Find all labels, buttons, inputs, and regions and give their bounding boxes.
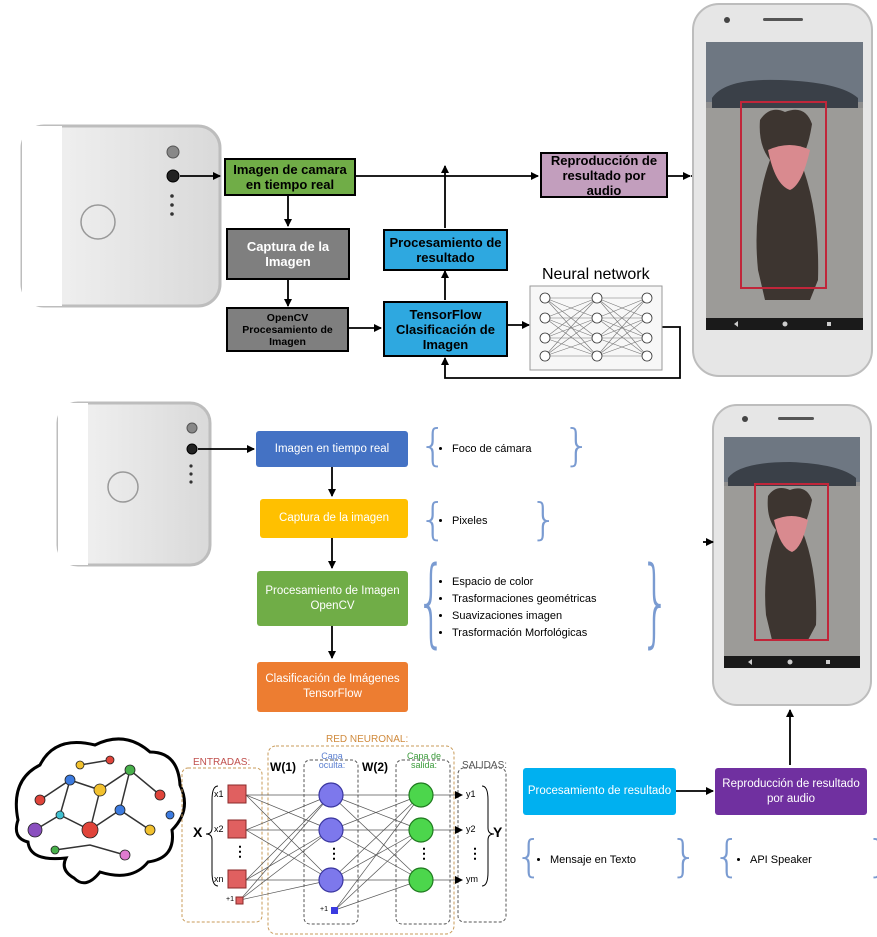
- result-processing-box: Procesamiento de resultado: [383, 229, 508, 271]
- neural-network-picture: [529, 285, 663, 371]
- capture-box: Captura de la imagen: [260, 499, 408, 538]
- nn-y2-label: y2: [466, 824, 476, 834]
- brace-left-pixels: {: [419, 494, 447, 545]
- realtime-image-box: Imagen en tiempo real: [256, 431, 408, 467]
- phone-back-top: [20, 124, 222, 308]
- realtime-image-label: Imagen en tiempo real: [274, 442, 390, 455]
- tensorflow-classification-label: Clasificación de Imágenes TensorFlow: [265, 673, 400, 700]
- capture-image-box: Captura de la Imagen: [226, 228, 350, 280]
- nn-Y-label: Y: [493, 824, 503, 840]
- notes-camera: Foco de cámara: [434, 441, 531, 458]
- nn-y1-label: y1: [466, 789, 476, 799]
- capture-label: Captura de la imagen: [279, 512, 389, 524]
- tensorflow-label: TensorFlow Clasificación de Imagen: [396, 306, 495, 352]
- capture-image-label: Captura de la Imagen: [246, 239, 330, 269]
- bottom-arrows: [676, 709, 794, 795]
- nn-W2-label: W(2): [362, 760, 388, 774]
- nn-x1-label: x1: [214, 789, 224, 799]
- brace-left-speaker: {: [713, 831, 741, 882]
- nn-x2-label: x2: [214, 824, 224, 834]
- opencv-box: OpenCV Procesamiento de Imagen: [226, 307, 349, 352]
- bottom-result-box: Procesamiento de resultado: [523, 768, 676, 815]
- nn-dots-input: ⋮: [233, 843, 247, 859]
- note-image-smoothing: Suavizaciones imagen: [452, 608, 596, 625]
- note-geometric-transforms: Trasformaciones geométricas: [452, 591, 596, 608]
- brace-right-text: }: [670, 831, 698, 882]
- opencv-label: OpenCV Procesamiento de Imagen: [242, 311, 333, 348]
- brace-right-opencv: }: [640, 546, 671, 658]
- brace-left-text: {: [515, 831, 543, 882]
- camera-realtime-label: Imagen de camara en tiempo real: [233, 162, 347, 192]
- phone-front-middle: [712, 404, 872, 706]
- brace-left-opencv: {: [416, 546, 447, 658]
- brain-illustration: [14, 737, 186, 885]
- tensorflow-box: TensorFlow Clasificación de Imagen: [383, 301, 508, 357]
- opencv-processing-label: Procesamiento de Imagen OpenCV: [265, 584, 400, 612]
- nn-output-layer-label: Capa de salida:: [406, 751, 442, 770]
- note-color-space: Espacio de color: [452, 574, 596, 591]
- nn-inputs-label: ENTRADAS:: [193, 757, 251, 768]
- nn-dots-hidden: ⋮: [327, 845, 341, 861]
- notes-text: Mensaje en Texto: [532, 852, 636, 869]
- bottom-audio-label: Reproducción de resultado por audio: [722, 777, 860, 805]
- phone-back-middle: [56, 401, 212, 567]
- nn-bias-input: +1: [226, 896, 234, 903]
- nn-bias-hidden: +1: [320, 906, 328, 913]
- nn-xn-label: xn: [214, 874, 224, 884]
- notes-pixels: Pixeles: [434, 513, 487, 530]
- neural-network-label: Neural network: [542, 266, 650, 283]
- note-pixels: Pixeles: [452, 513, 487, 530]
- nn-hidden-label: Capa oculta:: [318, 751, 346, 770]
- audio-output-box: Reproducción de resultado por audio: [540, 152, 668, 198]
- neural-network-figure: [181, 745, 507, 935]
- note-text-message: Mensaje en Texto: [550, 852, 636, 869]
- nn-W1-label: W(1): [270, 760, 296, 774]
- nn-X-label: X: [193, 824, 203, 840]
- opencv-processing-box: Procesamiento de Imagen OpenCV: [257, 571, 408, 626]
- nn-title: RED NEURONAL:: [326, 734, 409, 745]
- note-api-speaker: API Speaker: [750, 852, 812, 869]
- nn-outputs-label: SALIDAS:: [462, 760, 508, 771]
- nn-dots-output: ⋮: [417, 845, 431, 861]
- result-processing-label: Procesamiento de resultado: [389, 235, 502, 265]
- notes-speaker: API Speaker: [732, 852, 812, 869]
- brace-right-pixels: }: [530, 494, 558, 545]
- note-camera-focus: Foco de cámara: [452, 441, 531, 458]
- middle-arrows: [198, 445, 714, 659]
- notes-opencv: Espacio de color Trasformaciones geométr…: [434, 574, 596, 642]
- nn-dots-y: ⋮: [468, 845, 482, 861]
- nn-ym-label: ym: [466, 874, 478, 884]
- camera-realtime-box: Imagen de camara en tiempo real: [224, 158, 356, 196]
- top-arrows: [180, 165, 692, 379]
- audio-output-label: Reproducción de resultado por audio: [550, 152, 658, 198]
- brace-right-speaker: }: [866, 835, 877, 879]
- brace-left-camera: {: [419, 420, 447, 471]
- phone-front-top: [692, 3, 873, 377]
- bottom-result-label: Procesamiento de resultado: [527, 785, 672, 797]
- bottom-audio-box: Reproducción de resultado por audio: [715, 768, 867, 815]
- tensorflow-classification-box: Clasificación de Imágenes TensorFlow: [257, 662, 408, 712]
- brace-right-camera: }: [563, 420, 591, 471]
- note-morphological: Trasformación Morfológicas: [452, 625, 596, 642]
